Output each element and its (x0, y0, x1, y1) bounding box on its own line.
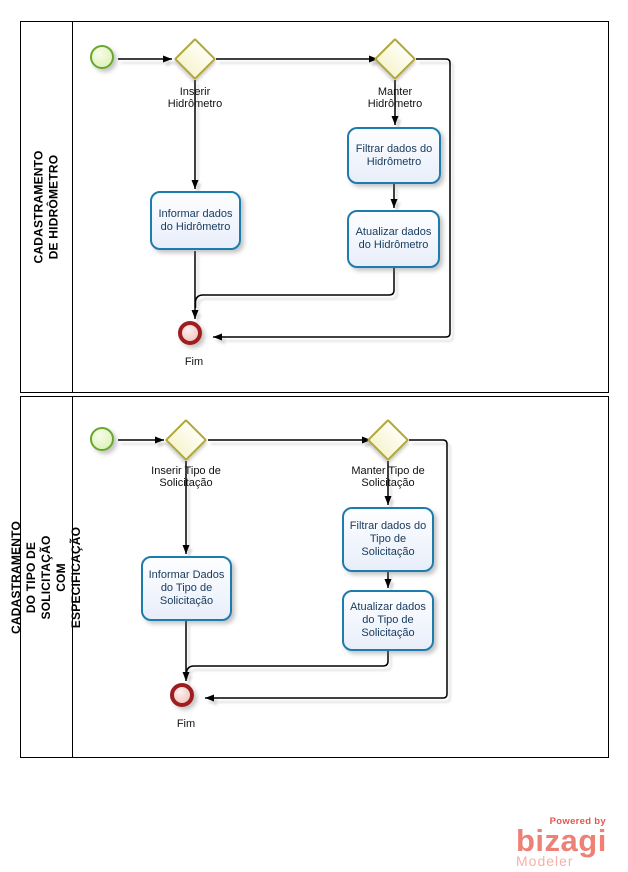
task-atualizar-dados-tipo-solicitacao[interactable]: Atualizar dados do Tipo de Solicitação (342, 590, 434, 651)
task-filtrar-dados-tipo-solicitacao[interactable]: Filtrar dados do Tipo de Solicitação (342, 507, 434, 572)
lane-header: CADASTRAMENTO DO TIPO DE SOLICITAÇÃO COM… (9, 397, 83, 757)
modeler-text: Modeler (516, 853, 574, 869)
gateway-label: Inserir Hidrômetro (167, 86, 223, 110)
flow-p2-atualizar-to-fim (185, 651, 389, 679)
end-event-label: Fim (184, 356, 204, 368)
task-atualizar-dados-hidrometro[interactable]: Atualizar dados do Hidrômetro (347, 210, 440, 268)
gateway-label: Inserir Tipo de Solicitação (151, 465, 221, 489)
bizagi-logo: Powered by bizagi Modeler (516, 816, 606, 868)
start-event[interactable] (90, 427, 114, 451)
powered-by-text: Powered by (549, 816, 606, 827)
end-event[interactable] (170, 683, 194, 707)
gateway-label: Manter Hidrômetro (367, 86, 423, 110)
pool-cadastramento-hidrometro: CADASTRAMENTO DE HIDRÔMETRO (20, 21, 609, 393)
flow-p2-manter-loop-to-fim (205, 439, 448, 702)
flow-p1-manter-loop-to-fim (213, 58, 451, 341)
task-informar-dados-hidrometro[interactable]: Informar dados do Hidrômetro (150, 191, 241, 250)
start-event[interactable] (90, 45, 114, 69)
end-event-label: Fim (176, 718, 196, 730)
task-filtrar-dados-hidrometro[interactable]: Filtrar dados do Hidrômetro (347, 127, 441, 184)
lane-header: CADASTRAMENTO DE HIDRÔMETRO (21, 22, 73, 392)
end-event[interactable] (178, 321, 202, 345)
bizagi-wordmark: bizagi (516, 823, 607, 858)
task-informar-dados-tipo-solicitacao[interactable]: Informar Dados do Tipo de Solicitação (141, 556, 232, 621)
flow-p1-atualizar-to-fim (194, 268, 395, 308)
gateway-label: Manter Tipo de Solicitação (351, 465, 425, 489)
